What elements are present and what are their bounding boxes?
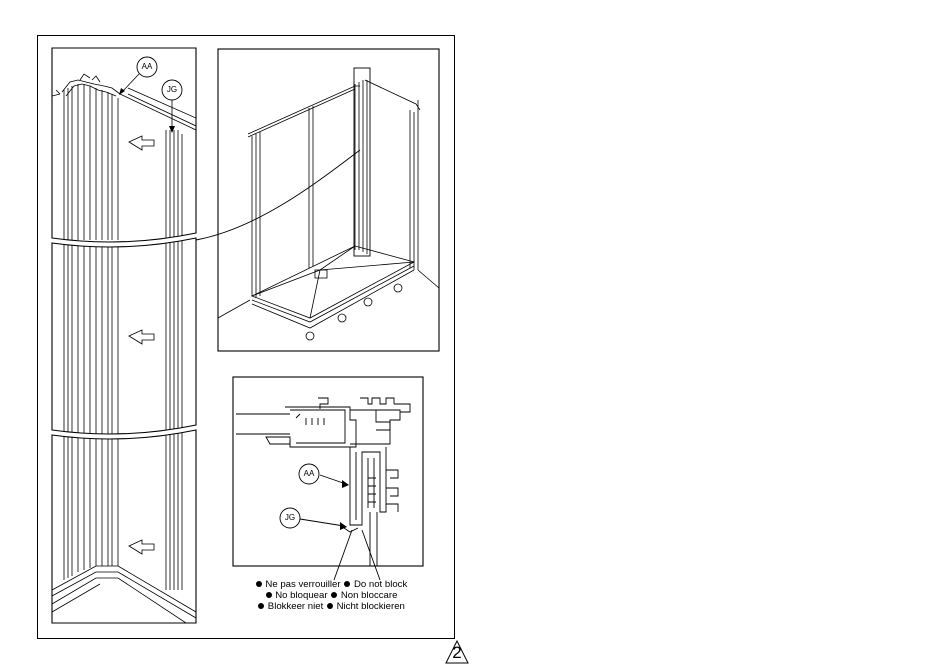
caption-line-1: Ne pas verrouiller Do not block: [234, 580, 428, 591]
bullet-icon: [266, 592, 272, 598]
section-callout-aa-label: AA: [298, 469, 320, 478]
caption-text-de: Nicht blockieren: [337, 601, 405, 612]
left-detail-view: [52, 48, 196, 623]
bullet-icon: [344, 581, 350, 587]
bullet-icon: [331, 592, 337, 598]
caption-line-3: Blokkeer niet Nicht blockieren: [234, 602, 428, 613]
callout-aa-label: AA: [136, 62, 158, 71]
bullet-icon: [258, 603, 264, 609]
section-callout-jg-label: JG: [279, 513, 301, 522]
page-number: 2: [453, 640, 483, 660]
bullet-icon: [327, 603, 333, 609]
warning-caption: Ne pas verrouiller Do not block No bloqu…: [234, 580, 428, 612]
callout-jg-label: JG: [161, 85, 183, 94]
shower-perspective-view: [218, 49, 439, 351]
caption-text-fr: Ne pas verrouiller: [265, 579, 340, 590]
caption-text-es: No bloquear: [275, 590, 327, 601]
caption-text-en: Do not block: [354, 579, 407, 590]
page-number-text: 2: [452, 643, 461, 662]
connector-line: [196, 150, 360, 240]
bullet-icon: [256, 581, 262, 587]
caption-text-nl: Blokkeer niet: [268, 601, 323, 612]
profile-cross-section: [233, 377, 423, 580]
caption-text-it: Non bloccare: [341, 590, 398, 601]
